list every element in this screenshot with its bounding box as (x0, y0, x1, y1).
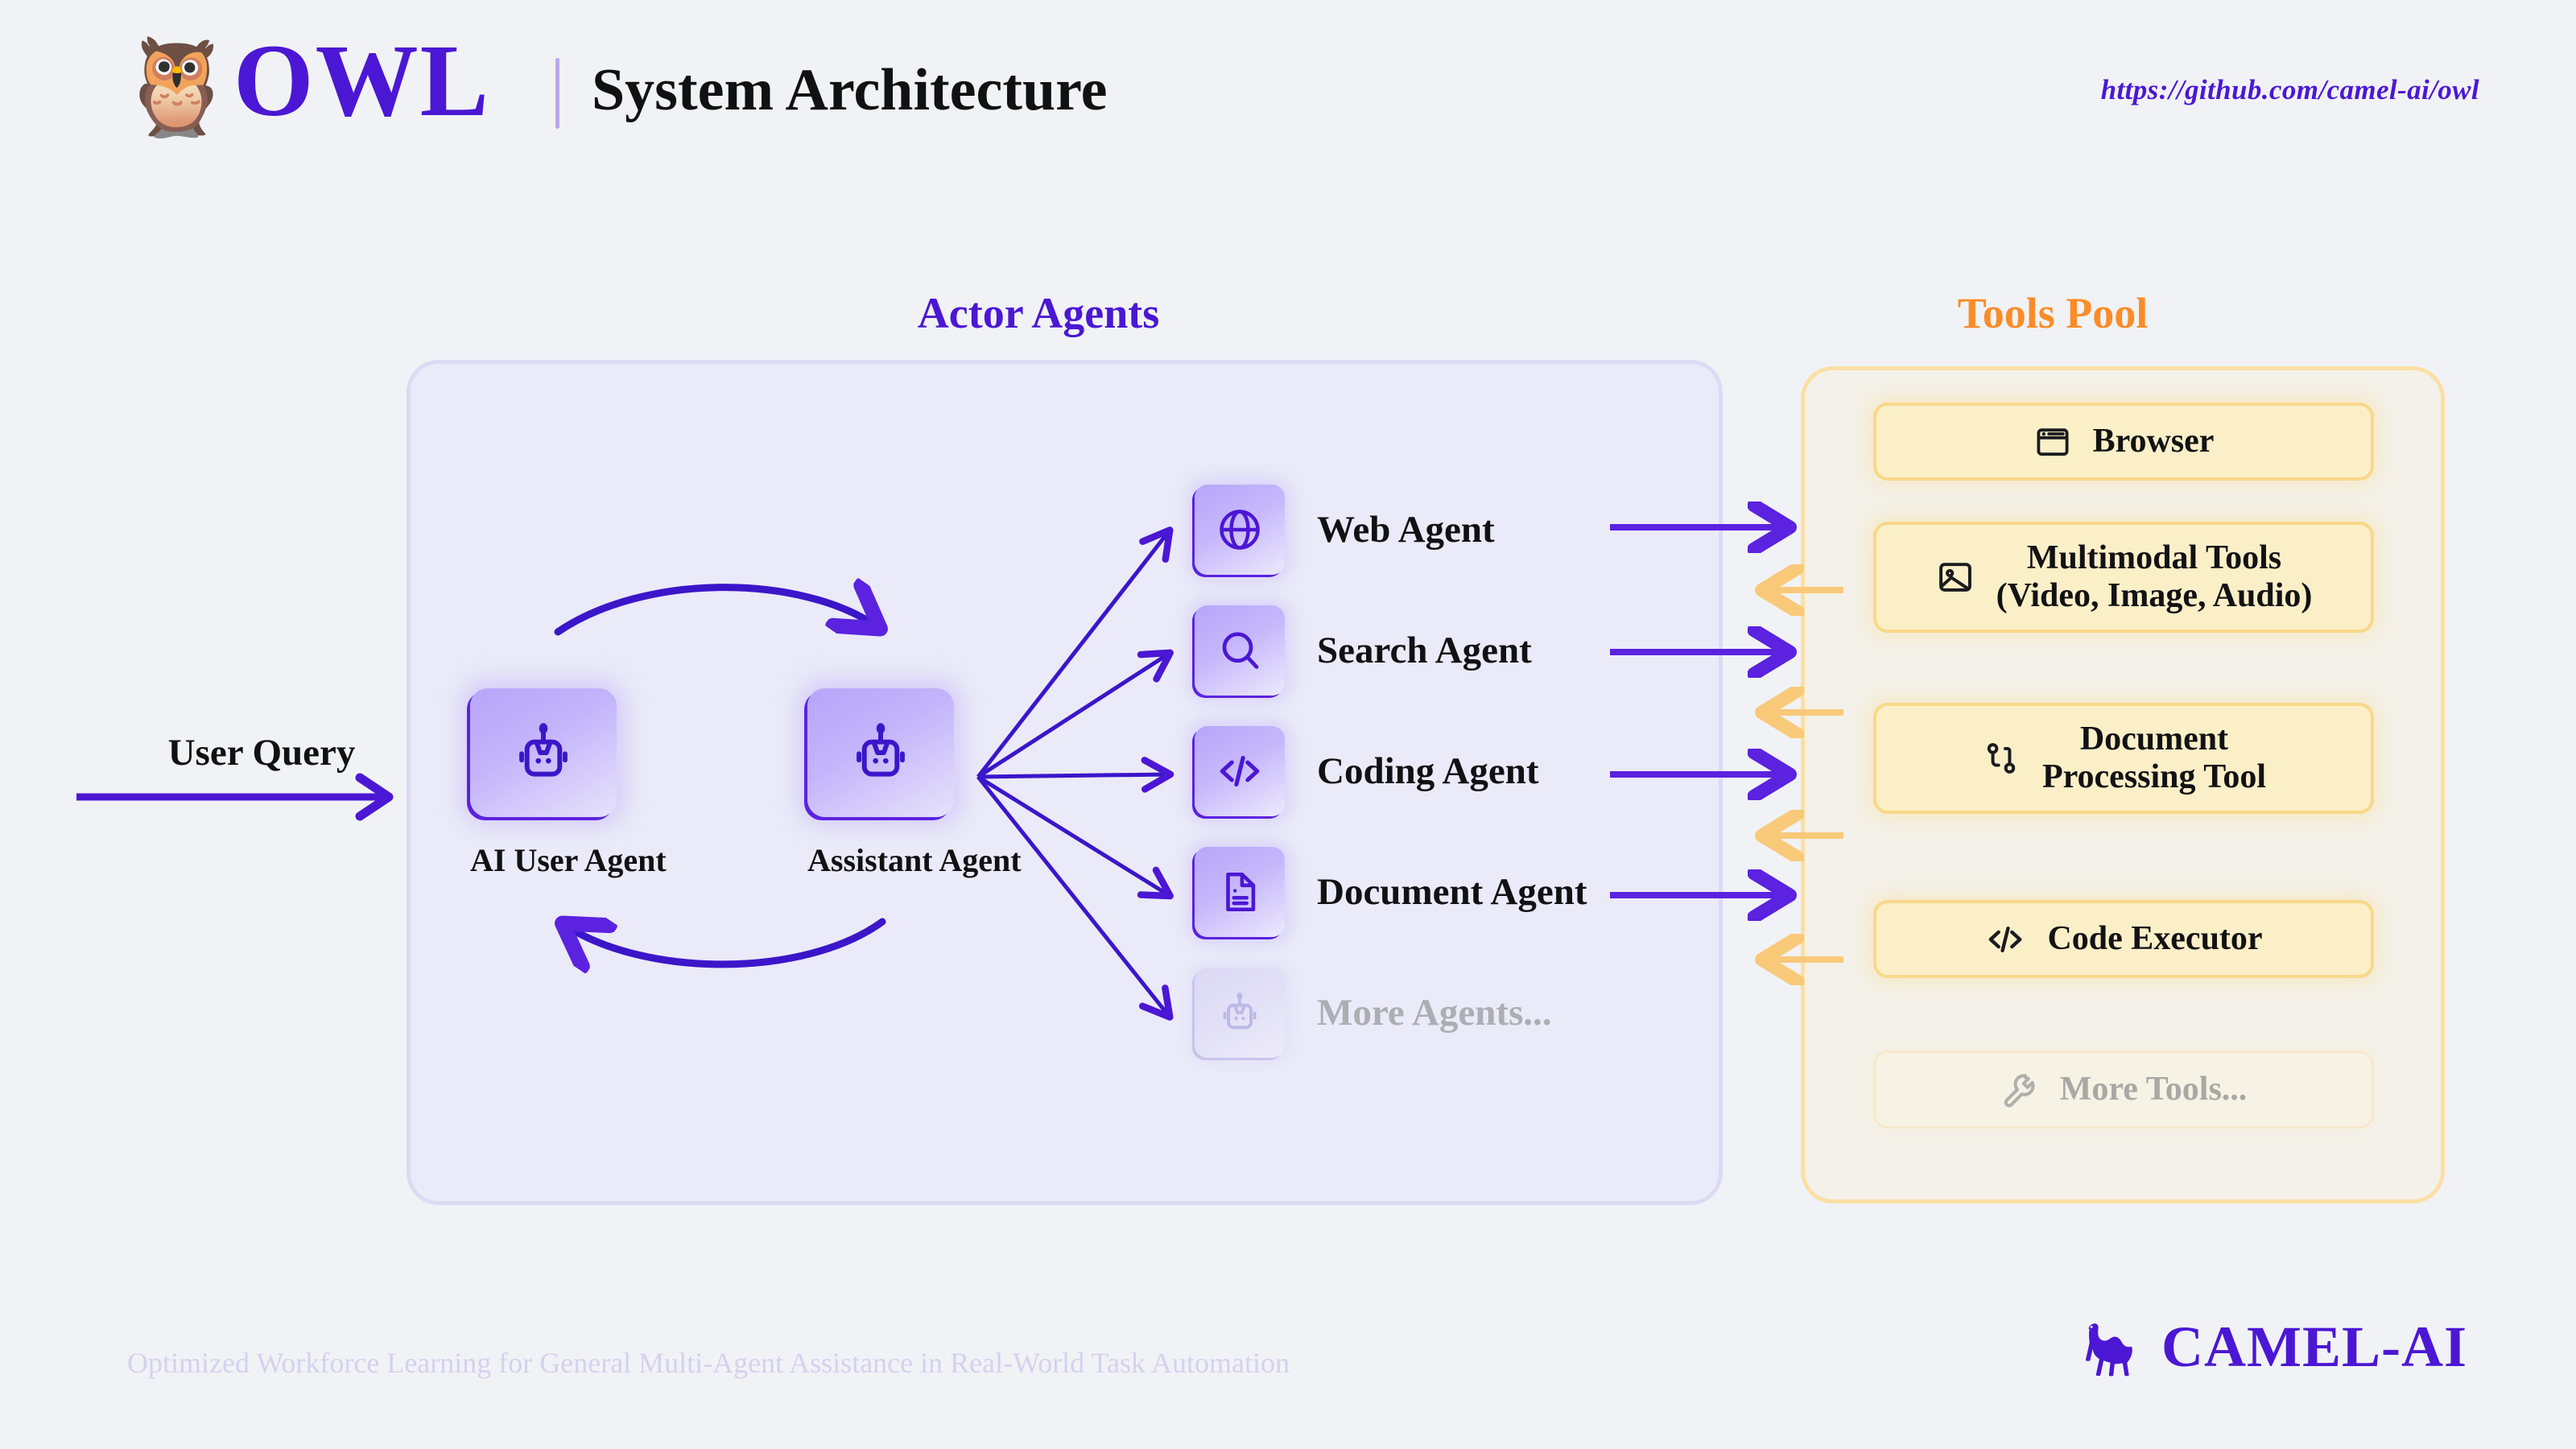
footer-tagline: Optimized Workforce Learning for General… (127, 1347, 1290, 1379)
core-agent-assistant[interactable]: Assistant Agent (807, 688, 1022, 879)
agent-label: Web Agent (1317, 509, 1495, 551)
agent-label: Document Agent (1317, 871, 1587, 913)
actor-agents-title: Actor Agents (917, 289, 1160, 337)
tool-label: Document Processing Tool (2041, 720, 2267, 795)
core-agent-ai-user[interactable]: AI User Agent (470, 688, 667, 879)
document-icon (1195, 847, 1285, 937)
tool-label: More Tools... (2059, 1070, 2248, 1108)
code-icon (1195, 726, 1285, 816)
tools-pool-title: Tools Pool (1957, 289, 2149, 337)
browser-window-icon (2033, 423, 2072, 461)
tool-card-browser[interactable]: Browser (1873, 402, 2374, 481)
core-agent-label: Assistant Agent (807, 842, 1022, 878)
agent-label: Search Agent (1317, 630, 1532, 671)
header-divider (555, 58, 559, 129)
brand-title: OWL (233, 23, 490, 138)
agent-row-coding[interactable]: Coding Agent (1195, 726, 1539, 816)
repo-url-link[interactable]: https://github.com/camel-ai/owl (2100, 74, 2479, 105)
tool-card-code-executor[interactable]: Code Executor (1873, 900, 2374, 978)
tool-label: Code Executor (2047, 919, 2263, 957)
camel-ai-logo: CAMEL-AI (2078, 1314, 2467, 1381)
wrench-icon (2000, 1071, 2039, 1109)
robot-icon (1195, 968, 1285, 1058)
tool-card-multimodal[interactable]: Multimodal Tools (Video, Image, Audio) (1873, 522, 2374, 633)
agent-label: More Agents... (1317, 992, 1552, 1034)
globe-icon (1195, 485, 1285, 575)
code-icon (1984, 919, 2026, 960)
agent-label: Coding Agent (1317, 750, 1539, 792)
core-agent-label: AI User Agent (470, 842, 667, 878)
robot-icon (470, 688, 617, 817)
agent-row-more[interactable]: More Agents... (1195, 968, 1552, 1058)
camel-icon (2078, 1318, 2145, 1377)
user-query-label: User Query (167, 732, 356, 774)
agent-row-document[interactable]: Document Agent (1195, 847, 1587, 937)
git-branch-icon (1981, 738, 2021, 778)
tool-label: Multimodal Tools (Video, Image, Audio) (1996, 539, 2313, 614)
user-query-arrow-icon (76, 773, 398, 821)
tool-card-more-tools[interactable]: More Tools... (1873, 1051, 2374, 1129)
agent-row-web[interactable]: Web Agent (1195, 485, 1495, 575)
search-icon (1195, 605, 1285, 696)
agent-row-search[interactable]: Search Agent (1195, 605, 1532, 696)
tool-card-document-processing[interactable]: Document Processing Tool (1873, 703, 2374, 814)
page-subtitle: System Architecture (592, 57, 1108, 123)
tool-label: Browser (2092, 422, 2215, 460)
robot-icon (807, 688, 954, 817)
camel-ai-wordmark: CAMEL-AI (2161, 1315, 2467, 1379)
owl-logo-icon: 🦉 (118, 31, 236, 142)
image-icon (1935, 557, 1975, 597)
